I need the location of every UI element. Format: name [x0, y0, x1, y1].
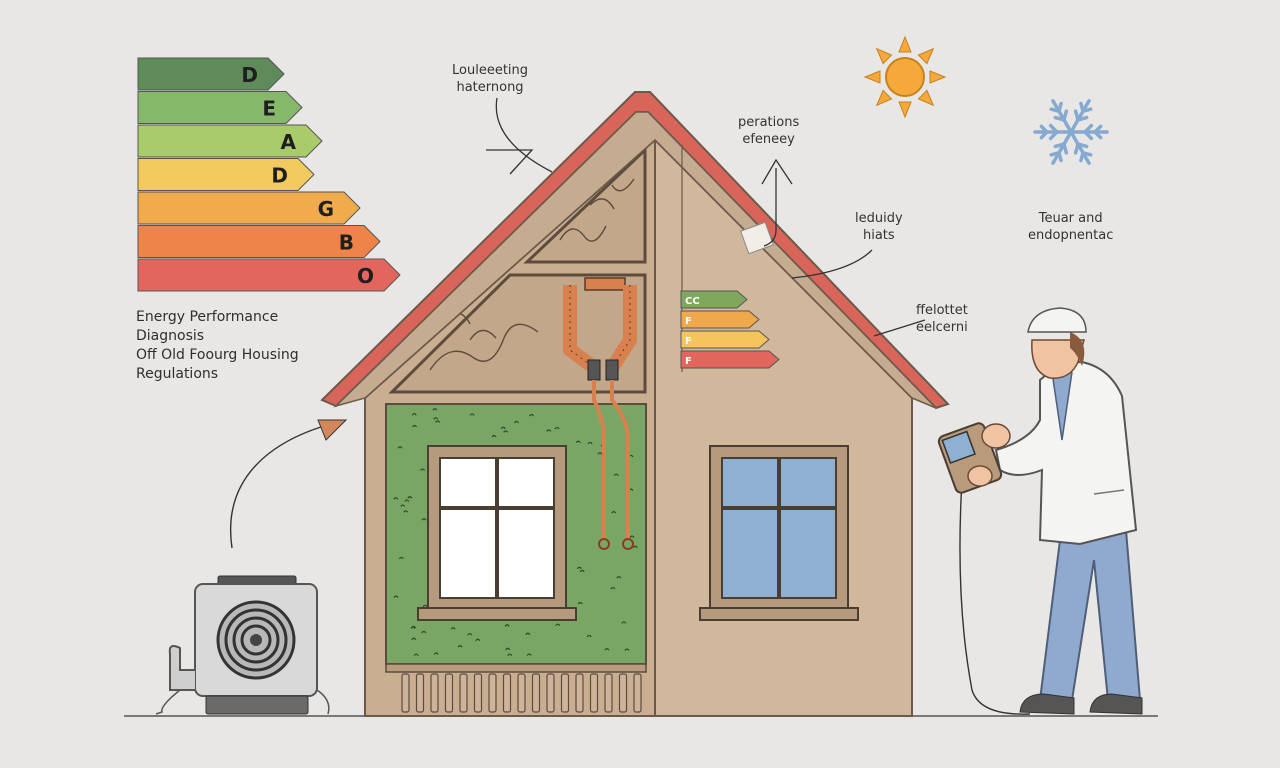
callout-line-1: Teuar and — [1038, 211, 1103, 226]
title-line: Off Old Foourg Housing — [136, 347, 299, 363]
energy-rating-bar: A — [137, 124, 323, 158]
house-rating-letter: F — [685, 356, 692, 367]
technician — [937, 307, 1143, 715]
house — [320, 91, 950, 717]
energy-rating-letter: E — [262, 97, 276, 121]
title-line: Regulations — [136, 366, 219, 382]
snowflake-icon — [1033, 99, 1109, 165]
callout-line-2: endopnentac — [1028, 228, 1114, 243]
technician-face — [1031, 339, 1085, 379]
technician-pants — [1038, 528, 1142, 701]
callout-roof-right: perations efeneey — [738, 114, 799, 148]
house-rating-bar: F — [680, 350, 780, 369]
callout-line-2: efeneey — [742, 132, 795, 147]
callout-line-1: leduidy — [855, 211, 903, 226]
roof-fascia — [333, 111, 937, 409]
title-line: Diagnosis — [136, 328, 205, 344]
callout-line-1: ffelottet — [916, 303, 968, 318]
callout-line-roof-right — [763, 168, 777, 247]
technician-hand — [981, 423, 1011, 449]
callout-line-2: eelcerni — [916, 320, 968, 335]
heat-pump-icon — [155, 575, 330, 715]
callout-line-1: Louleeeting — [452, 63, 529, 78]
technician-cap — [1027, 307, 1087, 333]
technician-pocket — [1093, 489, 1125, 495]
energy-rating-letter: O — [357, 264, 374, 288]
sun-icon — [863, 35, 947, 119]
attic-upper-cutaway — [523, 146, 647, 264]
heat-pump-arrow-head — [317, 419, 348, 441]
callout-arrow-roof-right — [761, 158, 793, 185]
callout-eave: ffelottet eelcerni — [916, 302, 968, 336]
callout-line-roof-left — [495, 97, 553, 173]
energy-rating-letter: D — [241, 63, 258, 87]
callout-line-2: hiats — [862, 228, 895, 243]
energy-rating-bar: E — [137, 91, 303, 124]
callout-line-wall-right — [791, 249, 873, 279]
callout-wall-right: leduidy hiats — [855, 210, 903, 244]
house-rating-bar: CC — [680, 290, 748, 309]
energy-rating-letter: A — [281, 130, 297, 154]
diagnosis-title: Energy Performance Diagnosis Off Old Foo… — [136, 308, 299, 384]
foundation-vents — [401, 673, 642, 713]
heat-pump-arrow — [230, 421, 339, 549]
callout-arrow-roof-left — [486, 149, 534, 175]
energy-rating-bar: D — [137, 158, 315, 191]
foundation-beam — [385, 663, 647, 673]
technician-shoe-right — [1089, 693, 1143, 715]
technician-hand-lower — [967, 465, 993, 487]
heating-pipes — [563, 277, 637, 550]
energy-rating-letter: B — [339, 231, 354, 255]
energy-rating-bar: O — [137, 258, 401, 292]
attic-insulation-texture — [559, 178, 635, 242]
energy-rating-bar: D — [137, 57, 285, 91]
callout-line-2: haternong — [456, 80, 524, 95]
energy-rating-bar: G — [137, 191, 361, 225]
energy-rating-bar: B — [137, 225, 381, 258]
insulation-dots — [393, 408, 638, 657]
house-rating-bar: F — [680, 310, 760, 329]
right-window — [699, 445, 859, 621]
callout-line-eave — [873, 319, 926, 337]
technician-shoe-left — [1019, 693, 1075, 715]
house-rating-letter: CC — [685, 296, 700, 307]
technician-shirt — [1051, 371, 1073, 441]
callout-seasons: Teuar and endopnentac — [1028, 210, 1113, 244]
left-window — [417, 445, 577, 621]
technician-hair — [1070, 332, 1085, 366]
house-rating-letter: F — [685, 336, 692, 347]
thermal-camera-screen — [941, 430, 976, 464]
energy-rating-letter: D — [271, 164, 288, 188]
title-line: Energy Performance — [136, 309, 279, 325]
callout-roof-left: Louleeeting haternong — [452, 62, 528, 96]
energy-rating-letter: G — [318, 197, 334, 221]
house-rating-letter: F — [685, 316, 692, 327]
house-rating-bar: F — [680, 330, 770, 349]
camera-cable — [959, 479, 1031, 715]
callout-line-1: perations — [738, 115, 800, 130]
